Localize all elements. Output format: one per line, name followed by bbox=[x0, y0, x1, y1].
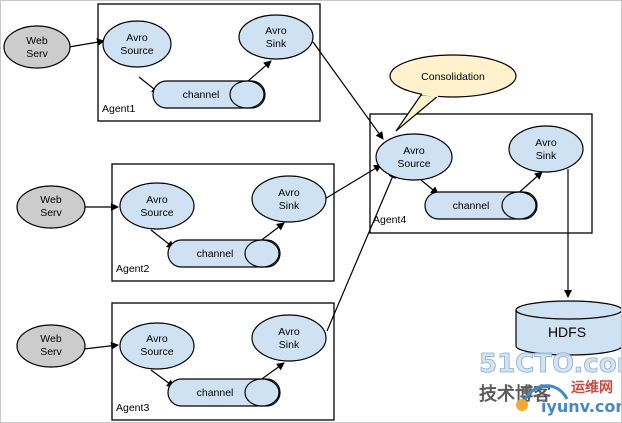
web-server-1-label-line2: Serv bbox=[26, 48, 48, 60]
agent2-source-line1: Avro bbox=[146, 194, 168, 206]
web-server-3: Web Serv bbox=[16, 324, 86, 368]
web-server-3-label-line2: Serv bbox=[40, 346, 62, 358]
edge-channel2-sink2 bbox=[258, 222, 285, 243]
agent3-channel-label: channel bbox=[197, 387, 234, 399]
agent4-sink-line1: Avro bbox=[535, 137, 557, 149]
agent4-source-line1: Avro bbox=[403, 145, 425, 157]
edge-source4-channel4 bbox=[420, 179, 439, 195]
agent3-source: Avro Source bbox=[119, 322, 195, 370]
agent4-source: Avro Source bbox=[375, 133, 453, 181]
hdfs-label: HDFS bbox=[548, 324, 586, 340]
consolidation-callout: Consolidation bbox=[389, 54, 517, 132]
hdfs-storage: HDFS bbox=[515, 300, 621, 356]
agent1-source: Avro Source bbox=[102, 20, 172, 68]
consolidation-label: Consolidation bbox=[421, 71, 485, 83]
web-server-1-label-line1: Web bbox=[26, 35, 48, 47]
agent4-sink-line2: Sink bbox=[536, 150, 557, 162]
agent1-label: Agent1 bbox=[102, 103, 135, 115]
agent4-sink: Avro Sink bbox=[508, 125, 584, 173]
agent1-sink-line2: Sink bbox=[266, 38, 287, 50]
agent1-sink-line1: Avro bbox=[265, 25, 287, 37]
agent2-sink-line1: Avro bbox=[278, 187, 300, 199]
agent1-channel: channel bbox=[152, 80, 266, 109]
agent2-sink-line2: Sink bbox=[279, 200, 300, 212]
agent3-channel: channel bbox=[167, 378, 281, 407]
watermark-partner-url: iyunv.com bbox=[541, 397, 621, 416]
agent3-sink: Avro Sink bbox=[251, 314, 327, 362]
watermark-ball bbox=[516, 399, 528, 411]
web-server-2: Web Serv bbox=[16, 185, 86, 229]
agent3-label: Agent3 bbox=[116, 402, 149, 414]
agent3-sink-line1: Avro bbox=[278, 326, 300, 338]
edge-sink1-source4 bbox=[312, 41, 384, 140]
agent2-channel: channel bbox=[167, 239, 281, 268]
agent2-sink: Avro Sink bbox=[251, 175, 327, 223]
agent2-source-line2: Source bbox=[140, 207, 173, 219]
web-server-3-label-line1: Web bbox=[40, 333, 62, 345]
edge-channel3-sink3 bbox=[258, 362, 285, 382]
edge-sink2-source4 bbox=[322, 164, 382, 201]
agent2-label: Agent2 bbox=[116, 263, 149, 275]
agent1-source-line1: Avro bbox=[126, 32, 148, 44]
agent2-source: Avro Source bbox=[119, 182, 195, 230]
agent3-source-line1: Avro bbox=[146, 333, 168, 345]
web-server-1: Web Serv bbox=[3, 25, 71, 69]
agent1-channel-label: channel bbox=[183, 89, 220, 101]
web-server-2-label-line1: Web bbox=[40, 194, 62, 206]
agent1-sink: Avro Sink bbox=[238, 14, 314, 60]
edge-web1-source1 bbox=[68, 38, 105, 48]
agent4-label: Agent4 bbox=[373, 214, 406, 226]
agent4-channel-label: channel bbox=[453, 200, 490, 212]
agent2-channel-label: channel bbox=[197, 248, 234, 260]
site-watermark: 51CTO.com 技术博客 运维网 iyunv.com bbox=[479, 349, 621, 416]
agent4-source-line2: Source bbox=[397, 158, 430, 170]
agent1-source-line2: Source bbox=[120, 45, 153, 57]
edge-web3-source3 bbox=[83, 341, 119, 350]
edge-source2-channel2 bbox=[150, 229, 175, 249]
edge-sink3-source4 bbox=[326, 170, 396, 332]
agent3-sink-line2: Sink bbox=[279, 339, 300, 351]
agent3-source-line2: Source bbox=[140, 346, 173, 358]
agent4-channel: channel bbox=[424, 191, 538, 220]
watermark-partner-cn: 运维网 bbox=[571, 379, 613, 396]
web-server-2-label-line2: Serv bbox=[40, 207, 62, 219]
watermark-site: 51CTO.com bbox=[479, 349, 621, 379]
